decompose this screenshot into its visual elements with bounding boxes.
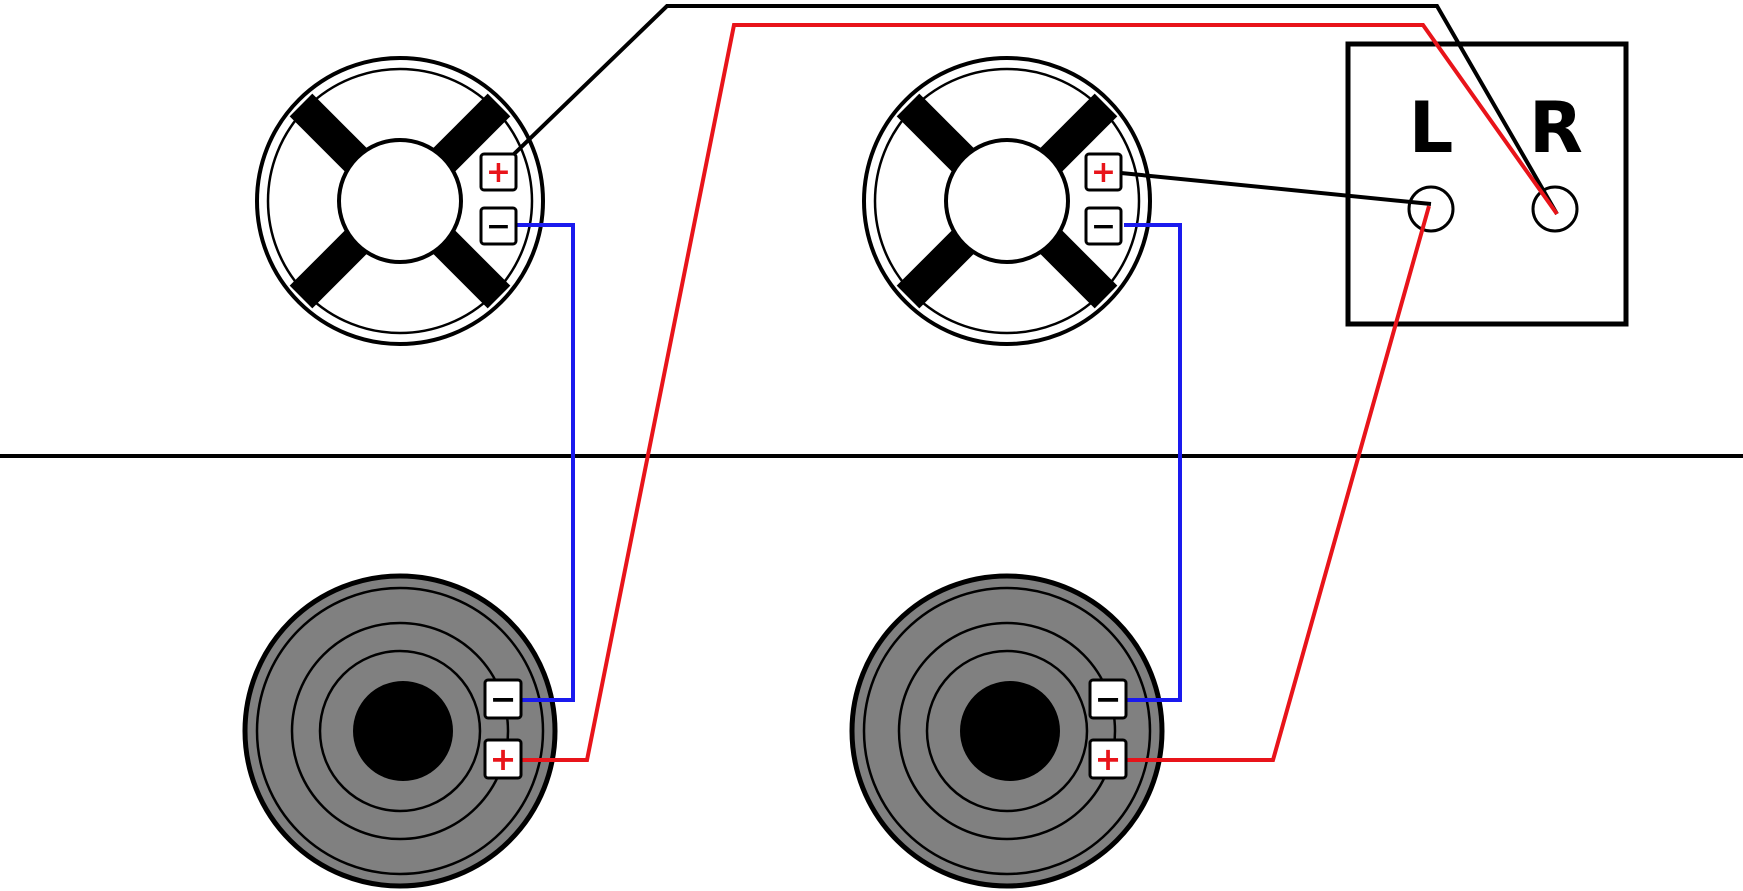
signal-wire-right-channel (512, 3, 1559, 215)
amplifier-box (1345, 41, 1629, 327)
speaker-top-middle-positive-terminal[interactable]: + (1084, 152, 1123, 192)
negative-wire-left-pair (517, 223, 575, 702)
speaker-top-left-negative-terminal[interactable]: − (479, 206, 518, 246)
woofer-bottom-left-ring-3 (318, 649, 482, 813)
woofer-bottom-middle-ring-3 (925, 649, 1089, 813)
woofer-bottom-middle-dustcap (960, 681, 1060, 781)
speaker-top-middle-inner-ring (873, 67, 1141, 335)
amplifier-left-label: L (1409, 87, 1454, 169)
woofer-bottom-middle (849, 573, 1165, 889)
woofer-bottom-left-dustcap (353, 681, 453, 781)
negative-sign: − (490, 680, 517, 718)
signal-wire-left-channel (1120, 171, 1432, 206)
woofer-bottom-middle-ring-2 (897, 621, 1117, 841)
woofer-bottom-left-ring-1 (255, 586, 545, 876)
woofer-bottom-middle-ring-1 (862, 586, 1152, 876)
speaker-top-left-positive-terminal[interactable]: + (479, 152, 518, 192)
positive-sign: + (1091, 155, 1116, 190)
negative-sign: − (486, 209, 511, 244)
speaker-top-left (255, 56, 545, 346)
amplifier: L R (1345, 41, 1629, 327)
negative-wire-middle-pair (1124, 223, 1182, 702)
negative-sign: − (1091, 209, 1116, 244)
positive-wire-left-channel (1123, 205, 1431, 762)
positive-sign: + (1095, 740, 1122, 778)
positive-sign: + (490, 740, 517, 778)
positive-wire-right-channel (520, 23, 1559, 762)
speaker-top-middle-magnet (944, 138, 1070, 264)
woofer-bottom-left (242, 573, 558, 889)
woofer-bottom-left-ring-2 (290, 621, 510, 841)
speaker-top-middle-negative-terminal[interactable]: − (1084, 206, 1123, 246)
amplifier-right-label: R (1529, 87, 1583, 169)
woofer-bottom-middle-positive-terminal[interactable]: + (1088, 738, 1128, 780)
amplifier-left-jack[interactable] (1407, 185, 1455, 233)
speaker-top-left-magnet (337, 138, 463, 264)
speaker-top-left-basket-arms (289, 93, 511, 309)
positive-sign: + (486, 155, 511, 190)
speaker-top-middle (862, 56, 1152, 346)
woofer-bottom-left-positive-terminal[interactable]: + (483, 738, 523, 780)
speaker-top-middle-basket-arms (896, 93, 1118, 309)
woofer-bottom-left-negative-terminal[interactable]: − (483, 678, 523, 720)
negative-sign: − (1095, 680, 1122, 718)
woofer-bottom-middle-negative-terminal[interactable]: − (1088, 678, 1128, 720)
speaker-top-left-inner-ring (266, 67, 534, 335)
